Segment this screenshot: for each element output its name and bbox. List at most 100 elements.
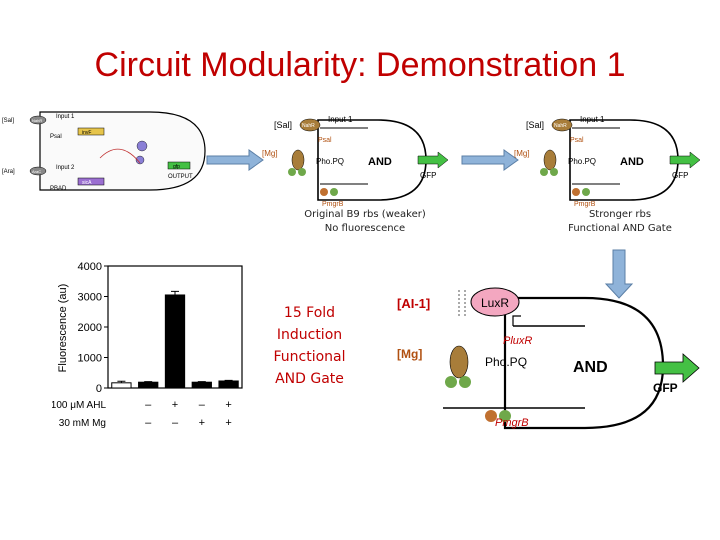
small-psal-label: Psal <box>50 134 62 140</box>
small-nahr-label: NahR <box>32 118 42 123</box>
arrow-right-2 <box>461 149 519 171</box>
chart-condition-sign: + <box>225 399 231 411</box>
right-nahr-label: NahR <box>554 123 567 129</box>
large-luxr-blob <box>470 287 520 317</box>
condition-label-ahl: 100 μM AHL <box>52 400 106 411</box>
right-phop-blob <box>543 149 557 171</box>
chart-condition-sign: + <box>225 417 231 429</box>
chart-condition-sign: + <box>199 417 205 429</box>
chart-error-bar <box>144 381 153 383</box>
large-pmgrb-label: PmgrB <box>495 417 529 429</box>
chart-ytick-label: 0 <box>96 383 102 395</box>
chart-bar <box>138 381 159 389</box>
small-invf-label: invF <box>82 130 91 136</box>
small-protein-2 <box>135 155 145 165</box>
induction-line-4: AND Gate <box>275 371 344 387</box>
caption-weak-line1: Original B9 rbs (weaker) <box>304 209 426 220</box>
chart-ytick-label: 3000 <box>78 292 102 304</box>
mid-phopq-label: Pho.PQ <box>316 157 344 166</box>
small-input2-label: Input 2 <box>56 165 75 171</box>
large-ai1-label: [AI-1] <box>397 296 430 311</box>
mid-mg-label: [Mg] <box>262 149 278 158</box>
large-phop-blob <box>449 345 469 379</box>
small-gene-top <box>77 127 105 136</box>
chart-error-bar <box>197 381 206 383</box>
right-input1-label: Input 1 <box>580 115 605 124</box>
mid-nahr-blob <box>299 118 321 132</box>
large-luxr-label: LuxR <box>481 296 509 310</box>
large-pluxr-label: PluxR <box>503 335 532 347</box>
small-input1-label: Input 1 <box>56 114 75 120</box>
chart-error-bar <box>224 379 233 381</box>
small-gfp-gene <box>167 161 191 170</box>
small-protein-1 <box>136 140 148 152</box>
mid-nahr-label: NahR <box>302 123 315 129</box>
induction-line-3: Functional <box>273 349 346 365</box>
caption-strong-line2: Functional AND Gate <box>568 223 672 234</box>
small-nahr-blob <box>29 115 47 125</box>
caption-strong: Stronger rbs Functional AND Gate <box>540 208 700 236</box>
mid-pmgrb-label: PmgrB <box>322 201 344 208</box>
chart-ytick-label: 1000 <box>78 353 102 365</box>
small-sica-label: sicA <box>82 180 92 186</box>
chart-error-bar <box>117 380 126 383</box>
induction-text: 15 Fold Induction Functional AND Gate <box>262 302 357 390</box>
large-mg-label: [Mg] <box>397 347 422 361</box>
chart-bar <box>164 294 186 389</box>
caption-weak: Original B9 rbs (weaker) No fluorescence <box>280 208 450 236</box>
condition-label-mg: 30 mM Mg <box>59 418 106 429</box>
large-phopq-label: Pho.PQ <box>485 355 527 369</box>
right-phopq-label: Pho.PQ <box>568 157 596 166</box>
large-gfp-arrow <box>654 353 700 383</box>
right-mg-label: [Mg] <box>514 149 530 158</box>
small-ara-label: [Ara] <box>2 169 15 175</box>
induction-line-1: 15 Fold <box>283 305 336 321</box>
chart-condition-sign: – <box>145 417 152 429</box>
mid-gfp-arrow <box>417 151 449 169</box>
mid-gfp-label: GFP <box>420 171 436 180</box>
fluorescence-bar-chart: Fluorescence (au) 0 1000 2000 3000 4000 100 … <box>52 261 243 429</box>
mid-input1-label: Input 1 <box>328 115 353 124</box>
small-arac-label: AraC <box>32 169 41 174</box>
mid-and-label: AND <box>368 156 392 168</box>
mid-sal-label: [Sal] <box>274 120 292 130</box>
large-and-label: AND <box>573 359 608 376</box>
arrow-down <box>604 249 634 299</box>
chart-condition-sign: – <box>199 399 206 411</box>
chart-ytick-label: 2000 <box>78 322 102 334</box>
small-gene-bottom <box>77 177 105 186</box>
chart-bar <box>191 381 212 389</box>
small-sal-label: [Sal] <box>2 118 14 124</box>
chart-ylabel: Fluorescence (au) <box>57 284 69 373</box>
chart-ytick-label: 4000 <box>78 261 102 273</box>
small-arac-blob <box>29 166 47 176</box>
chart-error-bar <box>171 290 179 295</box>
chart-bar <box>111 382 132 389</box>
right-nahr-blob <box>551 118 573 132</box>
mid-psal-label: Psal <box>318 137 332 144</box>
right-gfp-label: GFP <box>672 171 688 180</box>
small-output-label: OUTPUT <box>168 174 193 180</box>
chart-condition-sign: – <box>172 417 179 429</box>
mid-phop-blob <box>291 149 305 171</box>
slide-title: Circuit Modularity: Demonstration 1 <box>94 46 626 84</box>
right-gfp-arrow <box>669 151 701 169</box>
caption-weak-line2: No fluorescence <box>324 223 406 234</box>
chart-condition-sign: + <box>172 399 178 411</box>
circuit-diagram-small: [Sal] NahR Input 1 [Ara] AraC Input 2 Ps… <box>0 108 212 194</box>
small-gfp-label: gfp <box>173 164 180 170</box>
small-pbad-label: PBAD <box>50 186 67 192</box>
and-gate-large: [AI-1] LuxR PluxR [Mg] Pho.PQ AND PmgrB … <box>397 287 700 430</box>
induction-line-2: Induction <box>276 327 343 343</box>
right-and-label: AND <box>620 156 644 168</box>
large-gfp-label: GFP <box>653 381 678 395</box>
chart-condition-sign: – <box>145 399 152 411</box>
right-sal-label: [Sal] <box>526 120 544 130</box>
caption-strong-line1: Stronger rbs <box>588 209 652 220</box>
right-pmgrb-label: PmgrB <box>574 201 596 208</box>
and-gate-weak: [Sal] NahR Input 1 Psal [Mg] Pho.PQ AND … <box>262 115 449 208</box>
chart-bar <box>218 380 239 389</box>
and-gate-strong: [Sal] NahR Input 1 Psal [Mg] Pho.PQ AND … <box>514 115 701 208</box>
arrow-right-1 <box>206 149 264 171</box>
right-psal-label: Psal <box>570 137 584 144</box>
